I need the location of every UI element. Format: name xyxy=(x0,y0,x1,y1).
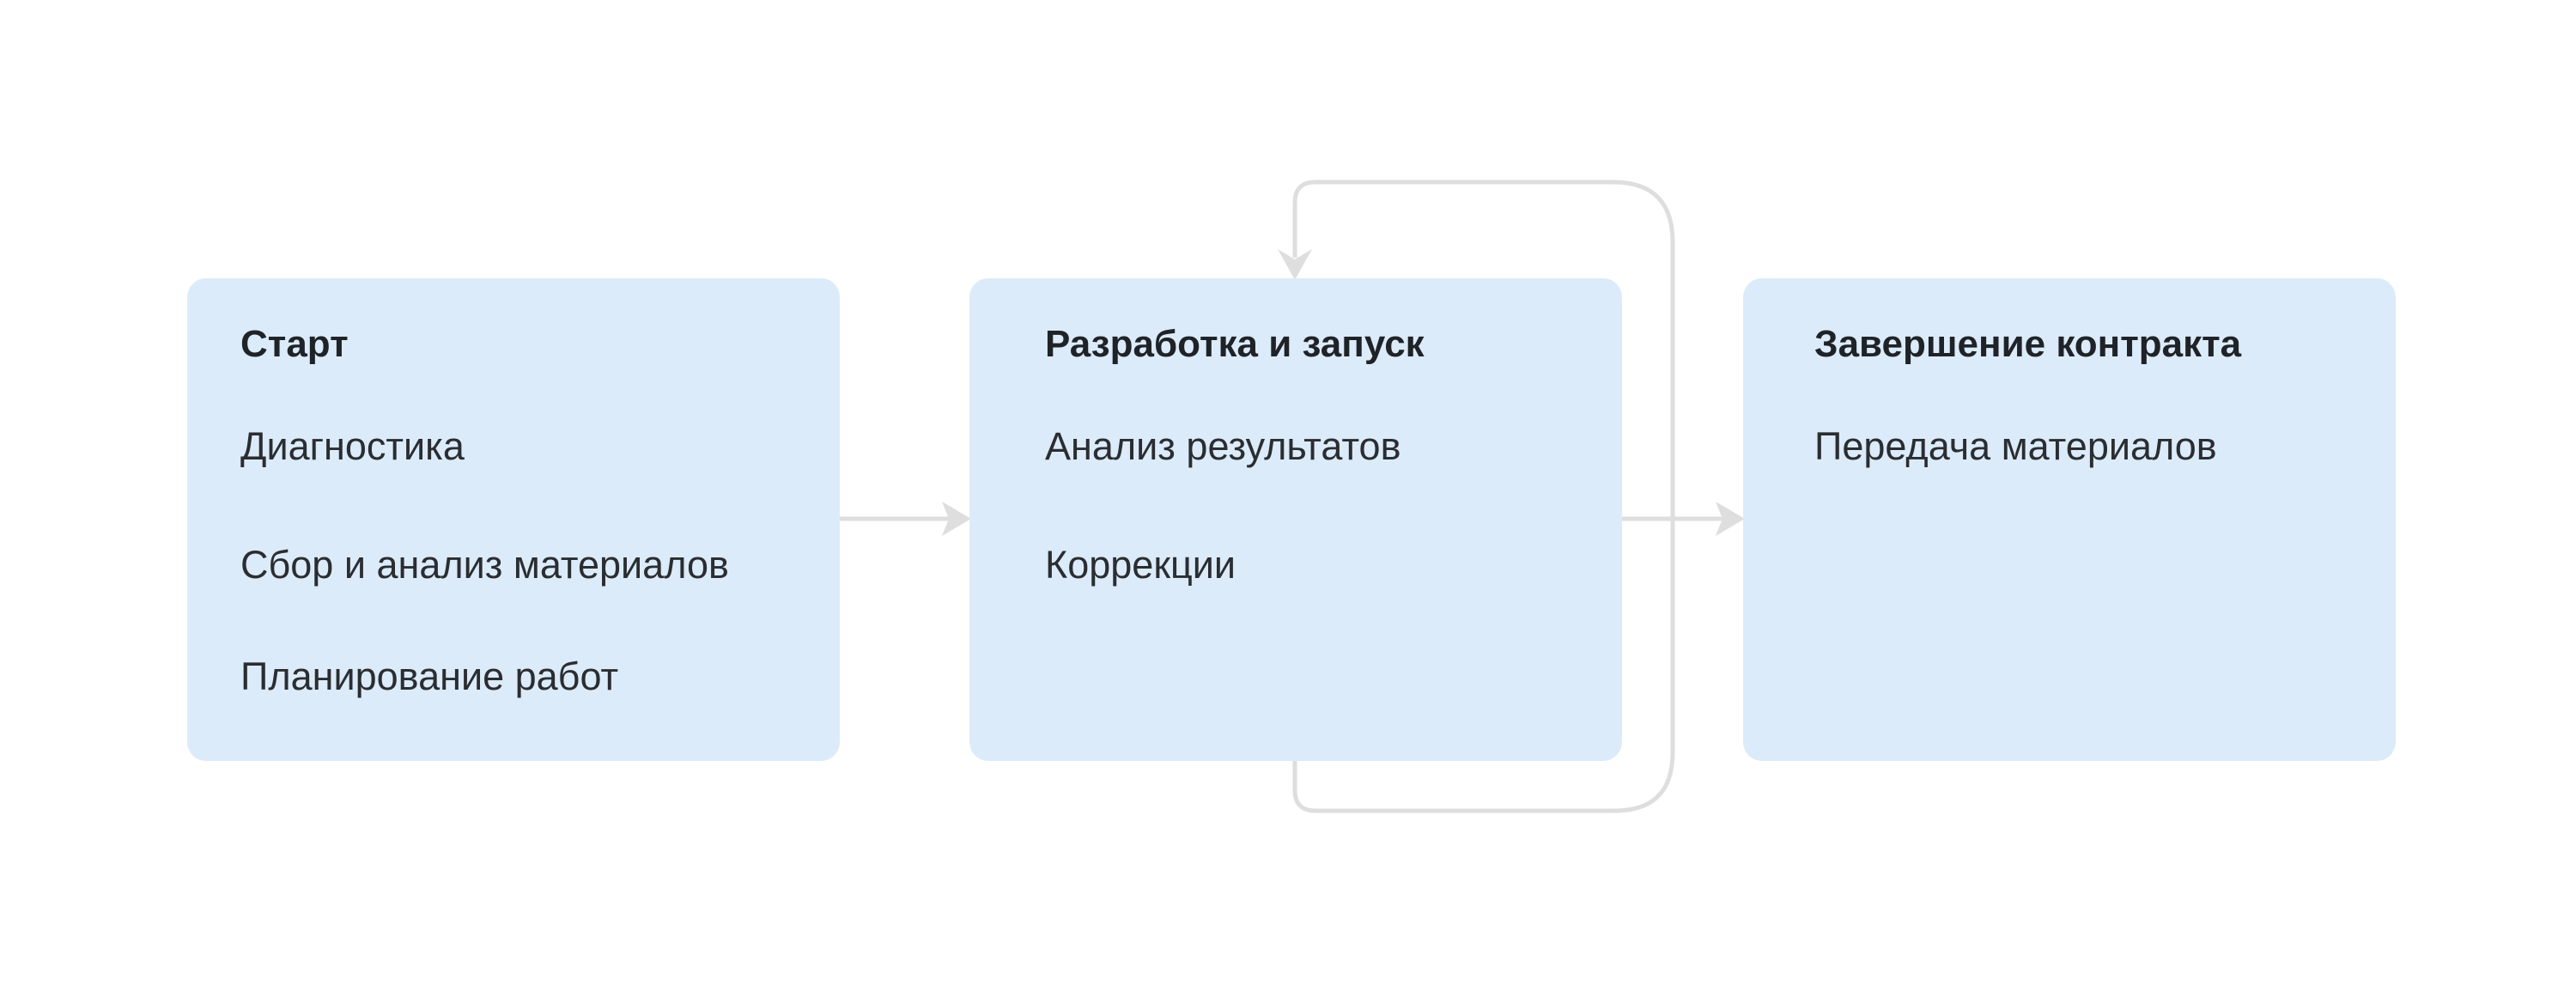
stage-item: Планирование работ xyxy=(240,654,619,698)
feedback-loop-arrowhead xyxy=(1278,249,1312,280)
stage-title: Разработка и запуск xyxy=(1045,323,1425,365)
stage-item: Коррекции xyxy=(1045,543,1236,587)
stage-item: Передача материалов xyxy=(1814,424,2217,468)
arrow-dev-to-finish-head xyxy=(1716,502,1745,536)
stage-title: Старт xyxy=(240,323,349,365)
stage-card-finish: Завершение контракта Передача материалов xyxy=(1743,278,2396,761)
arrow-start-to-dev-head xyxy=(942,502,971,536)
feedback-loop-line xyxy=(1292,180,1675,813)
stage-title: Завершение контракта xyxy=(1814,323,2242,365)
stage-item: Сбор и анализ материалов xyxy=(240,543,729,587)
stage-card-development: Разработка и запуск Анализ результатов К… xyxy=(969,278,1622,761)
stage-item: Анализ результатов xyxy=(1045,424,1401,468)
stage-card-start: Старт Диагностика Сбор и анализ материал… xyxy=(187,278,840,761)
stage-item: Диагностика xyxy=(240,424,465,468)
